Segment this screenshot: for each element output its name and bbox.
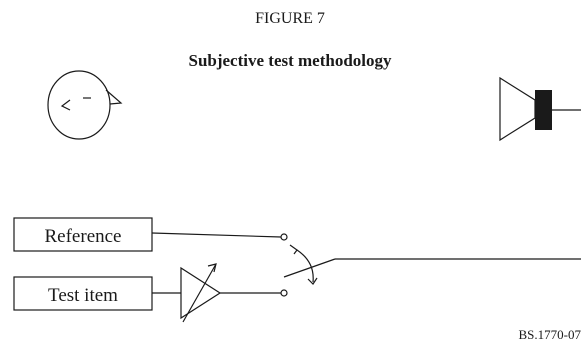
loudspeaker-icon [499, 76, 581, 142]
figure-title: Subjective test methodology [188, 51, 392, 70]
reference-block: Reference [13, 217, 153, 252]
head-icon [47, 70, 123, 140]
reference-contact [280, 233, 288, 241]
test-item-contact [280, 289, 288, 297]
figure-id: BS.1770-07 [519, 327, 581, 342]
figure-number: FIGURE 7 [255, 10, 325, 27]
variable-gain-amplifier-icon [180, 263, 222, 323]
reference-label: Reference [45, 226, 122, 247]
reference-signal-line [151, 232, 282, 238]
test-item-label: Test item [48, 285, 118, 306]
switch-icon [283, 244, 581, 285]
test-item-block: Test item [13, 276, 153, 311]
